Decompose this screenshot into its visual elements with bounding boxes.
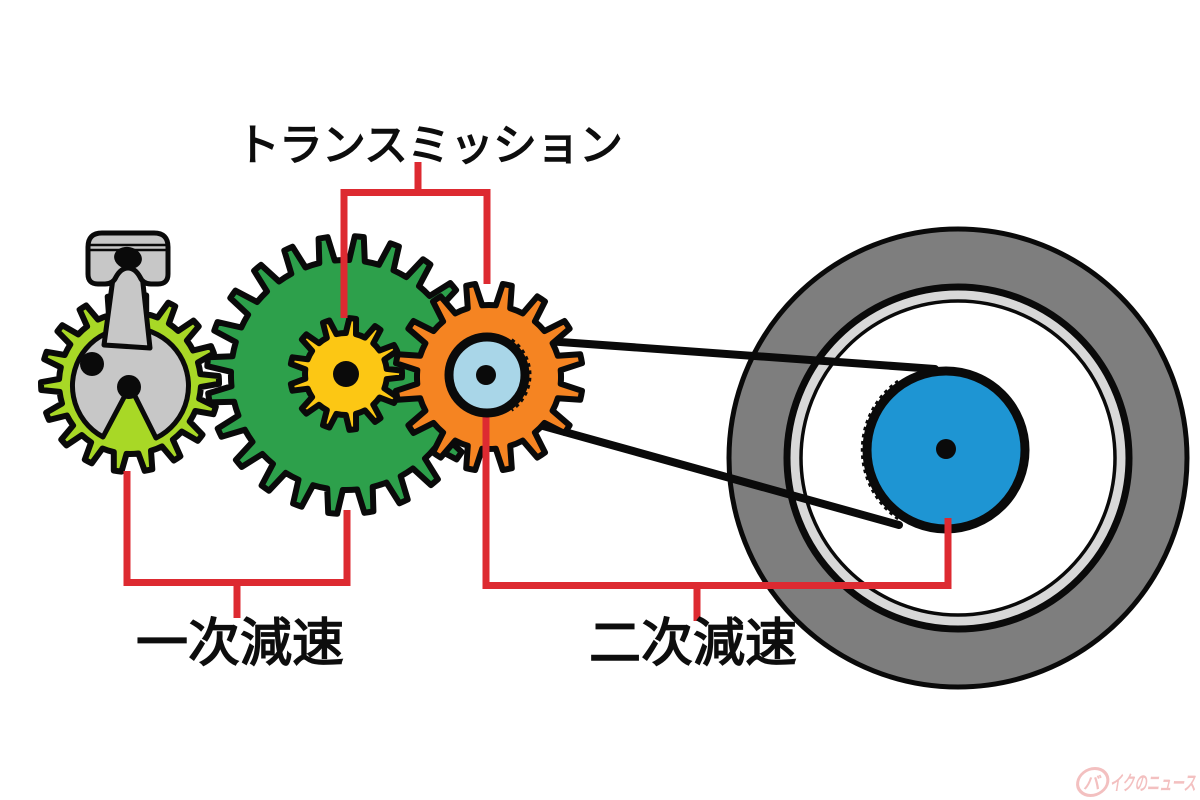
front-sprocket-hub-dot	[476, 365, 496, 385]
transmission-label: トランスミッション	[236, 121, 622, 170]
watermark-logo-oval	[1076, 767, 1110, 797]
watermark-logo-char: バ	[1083, 774, 1103, 793]
watermark: バ イクのニュース	[1076, 767, 1199, 797]
front-sprocket-teeth-arc	[508, 338, 532, 412]
primary-reduction-callout-line	[123, 471, 351, 618]
crank-center-dot	[117, 375, 141, 399]
secondary-reduction-callout-line	[482, 424, 952, 621]
engine-assembly	[38, 230, 222, 475]
primary-reduction-label: 一次減速	[136, 615, 344, 673]
rear-axle-dot	[936, 439, 956, 459]
rear-sprocket-group	[860, 366, 1030, 534]
callout-lines	[123, 162, 952, 621]
piston-pin	[114, 246, 142, 270]
secondary-reduction-label: 二次減速	[589, 615, 797, 673]
chain-upper-line	[501, 334, 939, 373]
front-sprocket-group	[444, 332, 532, 418]
watermark-text: イクのニュース	[1109, 772, 1199, 795]
crank-pin-dot	[80, 352, 104, 376]
transmission-shaft-dot	[333, 361, 359, 387]
rear-sprocket-teeth-arc	[860, 379, 902, 521]
transmission-callout-line	[340, 162, 491, 318]
